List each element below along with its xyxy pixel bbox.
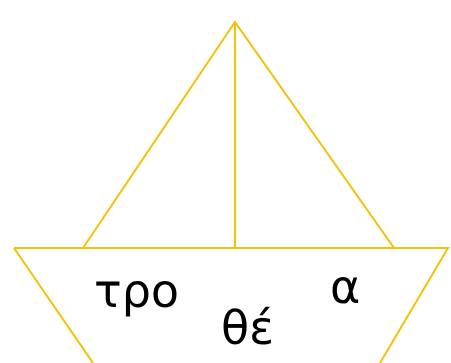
syllable-right: α <box>330 260 360 314</box>
syllable-left: τρο <box>94 264 179 318</box>
syllable-middle: θέ <box>221 301 274 355</box>
sail-outline <box>83 22 394 248</box>
